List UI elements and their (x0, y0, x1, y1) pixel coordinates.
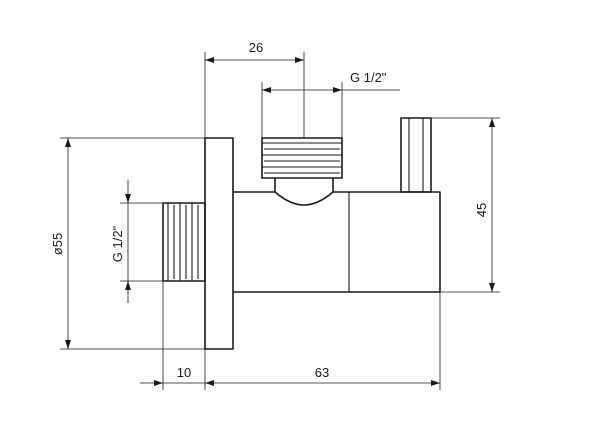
top-thread (261, 137, 343, 179)
wall-flange (204, 137, 234, 350)
dimension-flange-offset: 10 (140, 281, 214, 390)
dimension-flange-offset-label: 10 (177, 365, 191, 380)
dimension-side-thread-label: G 1/2" (110, 225, 125, 262)
outlet-neck (274, 178, 334, 206)
dimension-right-height-label: 45 (474, 203, 489, 217)
dimension-top-width: 26 (204, 40, 305, 138)
dimension-top-width-label: 26 (249, 40, 263, 55)
valve-body (233, 191, 441, 293)
dimension-body-length: 63 (205, 292, 441, 390)
dimension-flange-diameter-label: ø55 (50, 233, 65, 255)
valve-body-group (162, 117, 441, 350)
dimension-flange-diameter: ø55 (50, 137, 205, 350)
valve-handle (400, 117, 432, 193)
dimension-right-height: 45 (431, 117, 500, 293)
dimension-side-thread: G 1/2" (110, 180, 163, 303)
dimension-top-thread: G 1/2" (261, 70, 400, 138)
side-thread (162, 202, 206, 282)
dimension-top-thread-label: G 1/2" (350, 70, 387, 85)
dimension-body-length-label: 63 (315, 365, 329, 380)
